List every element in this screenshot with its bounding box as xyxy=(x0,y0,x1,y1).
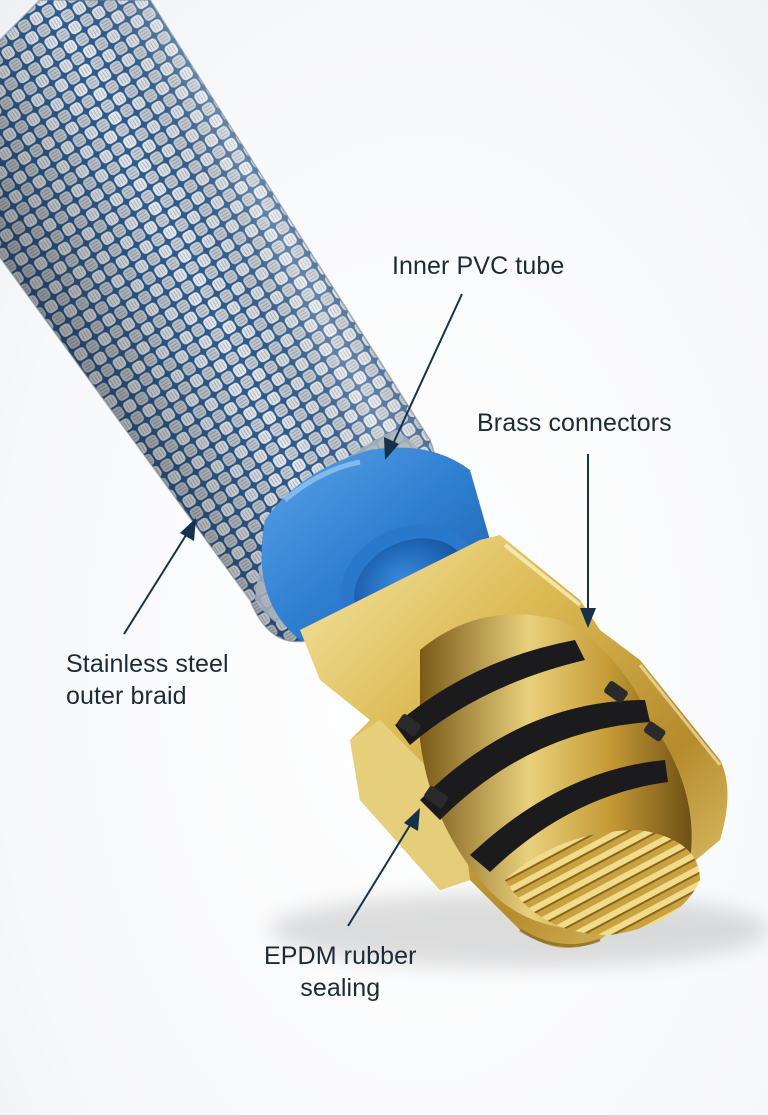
arrow-icon xyxy=(404,808,420,831)
callout-line-sealing xyxy=(347,821,413,927)
callouts xyxy=(123,293,596,927)
brass-connector xyxy=(300,535,728,948)
label-line: Brass connectors xyxy=(477,409,672,437)
label-stainless-braid: Stainless steel outer braid xyxy=(66,648,229,712)
epdm-seals xyxy=(395,640,668,872)
arrow-icon xyxy=(580,608,596,628)
label-brass-connectors: Brass connectors xyxy=(477,407,672,439)
callout-line-braid xyxy=(123,531,189,635)
label-line: Stainless steel xyxy=(66,650,229,678)
label-epdm-sealing: EPDM rubber sealing xyxy=(264,940,417,1004)
arrow-icon xyxy=(180,518,196,541)
label-line: Inner PVC tube xyxy=(392,252,565,280)
callout-line-inner-tube xyxy=(391,293,463,447)
arrow-icon xyxy=(384,437,399,460)
label-line: outer braid xyxy=(66,682,187,710)
label-line: sealing xyxy=(300,974,381,1002)
label-inner-pvc-tube: Inner PVC tube xyxy=(392,250,564,282)
label-line: EPDM rubber xyxy=(264,942,417,970)
